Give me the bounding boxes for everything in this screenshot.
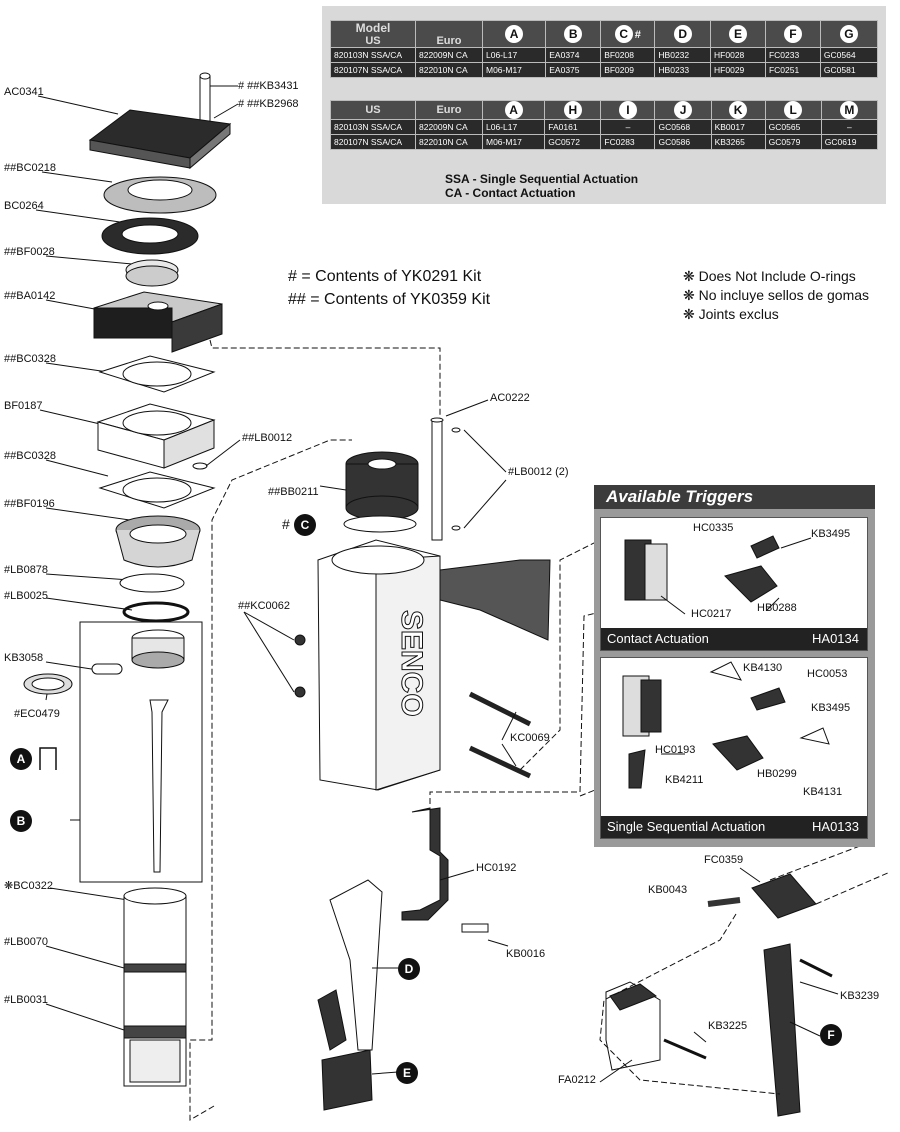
label-hb0288: HB0288 bbox=[757, 602, 797, 614]
label-bf0028: ##BF0028 bbox=[4, 246, 55, 258]
table2-col-k: K bbox=[710, 100, 766, 120]
label-fa0212: FA0212 bbox=[558, 1074, 596, 1086]
callout-d: D bbox=[398, 958, 420, 980]
label-fc0359: FC0359 bbox=[704, 854, 744, 866]
label-hb0299: HB0299 bbox=[757, 768, 797, 780]
table1-col-c: C# bbox=[600, 20, 656, 48]
available-triggers-box: Available Triggers HC0335 KB3495 HC0217 … bbox=[594, 485, 875, 847]
model-table-1: Model US Euro A B C# D E F G 820103N SSA… bbox=[330, 20, 879, 78]
table1-col-b: B bbox=[545, 20, 602, 48]
callout-c: C bbox=[294, 514, 316, 536]
label-lb0025: #LB0025 bbox=[4, 590, 49, 602]
table1-header-row: Model US Euro A B C# D E F G bbox=[330, 20, 879, 48]
label-ec0479: #EC0479 bbox=[14, 708, 60, 720]
single-sequential-panel: KB4130 HC0053 KB3495 HC0193 KB4211 HB029… bbox=[600, 657, 868, 839]
table1-col-g: G bbox=[819, 20, 879, 48]
senco-logo: SENCO bbox=[395, 610, 428, 717]
ssa-bar: Single Sequential Actuation HA0133 bbox=[601, 816, 867, 838]
table1-us-header: Model US bbox=[330, 20, 416, 48]
label-ac0341: AC0341 bbox=[4, 86, 44, 98]
table1-col-d: D bbox=[654, 20, 712, 48]
table2-col-h: H bbox=[544, 100, 602, 120]
ssa-label: Single Sequential Actuation bbox=[607, 819, 766, 834]
table1-model-header: Model bbox=[355, 21, 391, 35]
label-kc0069: KC0069 bbox=[510, 732, 550, 744]
label-kb3239: KB3239 bbox=[840, 990, 880, 1002]
table1-c-mark: # bbox=[634, 29, 641, 41]
label-lb0012: ##LB0012 bbox=[242, 432, 293, 444]
contact-actuation-panel: HC0335 KB3495 HC0217 HB0288 Contact Actu… bbox=[600, 517, 868, 651]
model-table-2: US Euro A H I J K L M 820103N SSA/CA 822… bbox=[330, 100, 879, 150]
label-kb2968: # ##KB2968 bbox=[238, 98, 299, 110]
oring-note-fr: ❋ Joints exclus bbox=[683, 306, 779, 322]
label-ba0142: ##BA0142 bbox=[4, 290, 56, 302]
ssa-note: SSA - Single Sequential Actuation bbox=[445, 172, 639, 186]
table-row: 820107N SSA/CA 822010N CA M06-M17 EA0375… bbox=[330, 62, 879, 78]
label-hc0192: HC0192 bbox=[476, 862, 517, 874]
table1-col-f: F bbox=[764, 20, 821, 48]
label-kb0016: KB0016 bbox=[506, 948, 546, 960]
table-row: 820107N SSA/CA 822010N CA M06-M17 GC0572… bbox=[330, 134, 879, 150]
label-lb0012-2: #LB0012 (2) bbox=[508, 466, 569, 478]
table2-col-i: I bbox=[600, 100, 656, 120]
label-bc0218: ##BC0218 bbox=[4, 162, 56, 174]
label-bc0328-bottom: ##BC0328 bbox=[4, 450, 56, 462]
table2-col-m: M bbox=[820, 100, 879, 120]
label-kb4131: KB4131 bbox=[803, 786, 843, 798]
table2-euro-header: Euro bbox=[415, 100, 483, 120]
label-lb0031: #LB0031 bbox=[4, 994, 49, 1006]
label-lb0878: #LB0878 bbox=[4, 564, 49, 576]
label-kb3431: # ##KB3431 bbox=[238, 80, 299, 92]
oring-note-es: ❋ No incluye sellos de gomas bbox=[683, 287, 870, 303]
label-kb3495-ssa: KB3495 bbox=[811, 702, 851, 714]
callout-a: A bbox=[10, 748, 32, 770]
table1-col-a: A bbox=[481, 20, 547, 48]
label-kb4211: KB4211 bbox=[665, 774, 704, 786]
label-hc0335: HC0335 bbox=[693, 522, 734, 534]
label-hc0217: HC0217 bbox=[691, 608, 732, 620]
label-bc0264: BC0264 bbox=[4, 200, 44, 212]
label-lb0070: #LB0070 bbox=[4, 936, 49, 948]
ssa-trigger-drawing bbox=[622, 661, 830, 789]
label-kb3058: KB3058 bbox=[4, 652, 44, 664]
callout-b: B bbox=[10, 810, 32, 832]
label-kc0062: ##KC0062 bbox=[238, 600, 290, 612]
ssa-code: HA0133 bbox=[812, 819, 859, 834]
label-bc0322: ❋BC0322 bbox=[4, 880, 53, 892]
label-bf0196: ##BF0196 bbox=[4, 498, 55, 510]
label-kb3495-contact: KB3495 bbox=[811, 528, 851, 540]
label-kb0043: KB0043 bbox=[648, 884, 688, 896]
label-kb3225: KB3225 bbox=[708, 1020, 748, 1032]
kit-yk0359-note: ## = Contents of YK0359 Kit bbox=[288, 291, 491, 308]
label-kb4130: KB4130 bbox=[743, 662, 783, 674]
label-hc0193: HC0193 bbox=[655, 744, 696, 756]
contact-actuation-label: Contact Actuation bbox=[607, 631, 709, 646]
kit-yk0291-note: # = Contents of YK0291 Kit bbox=[288, 268, 482, 285]
contact-actuation-code: HA0134 bbox=[812, 631, 859, 646]
label-bf0187: BF0187 bbox=[4, 400, 43, 412]
label-ac0222: AC0222 bbox=[490, 392, 530, 404]
table-row: 820103N SSA/CA 822009N CA L06-L17 FA0161… bbox=[330, 119, 879, 135]
label-hc0053: HC0053 bbox=[807, 668, 848, 680]
table2-us-header: US bbox=[330, 100, 416, 120]
ca-note: CA - Contact Actuation bbox=[445, 186, 576, 200]
label-bb0211: ##BB0211 bbox=[268, 486, 319, 498]
table2-col-l: L bbox=[764, 100, 822, 120]
callout-f: F bbox=[820, 1024, 842, 1046]
contact-trigger-drawing bbox=[624, 535, 812, 615]
oring-note-en: ❋ Does Not Include O-rings bbox=[683, 268, 856, 284]
table2-header-row: US Euro A H I J K L M bbox=[330, 100, 879, 120]
available-triggers-title: Available Triggers bbox=[594, 485, 875, 509]
table2-col-a: A bbox=[481, 100, 546, 120]
label-bc0328-top: ##BC0328 bbox=[4, 353, 56, 365]
table-row: 820103N SSA/CA 822009N CA L06-L17 EA0374… bbox=[330, 47, 879, 63]
callout-e: E bbox=[396, 1062, 418, 1084]
label-c-hash: # bbox=[282, 516, 290, 532]
contact-actuation-bar: Contact Actuation HA0134 bbox=[601, 628, 867, 650]
